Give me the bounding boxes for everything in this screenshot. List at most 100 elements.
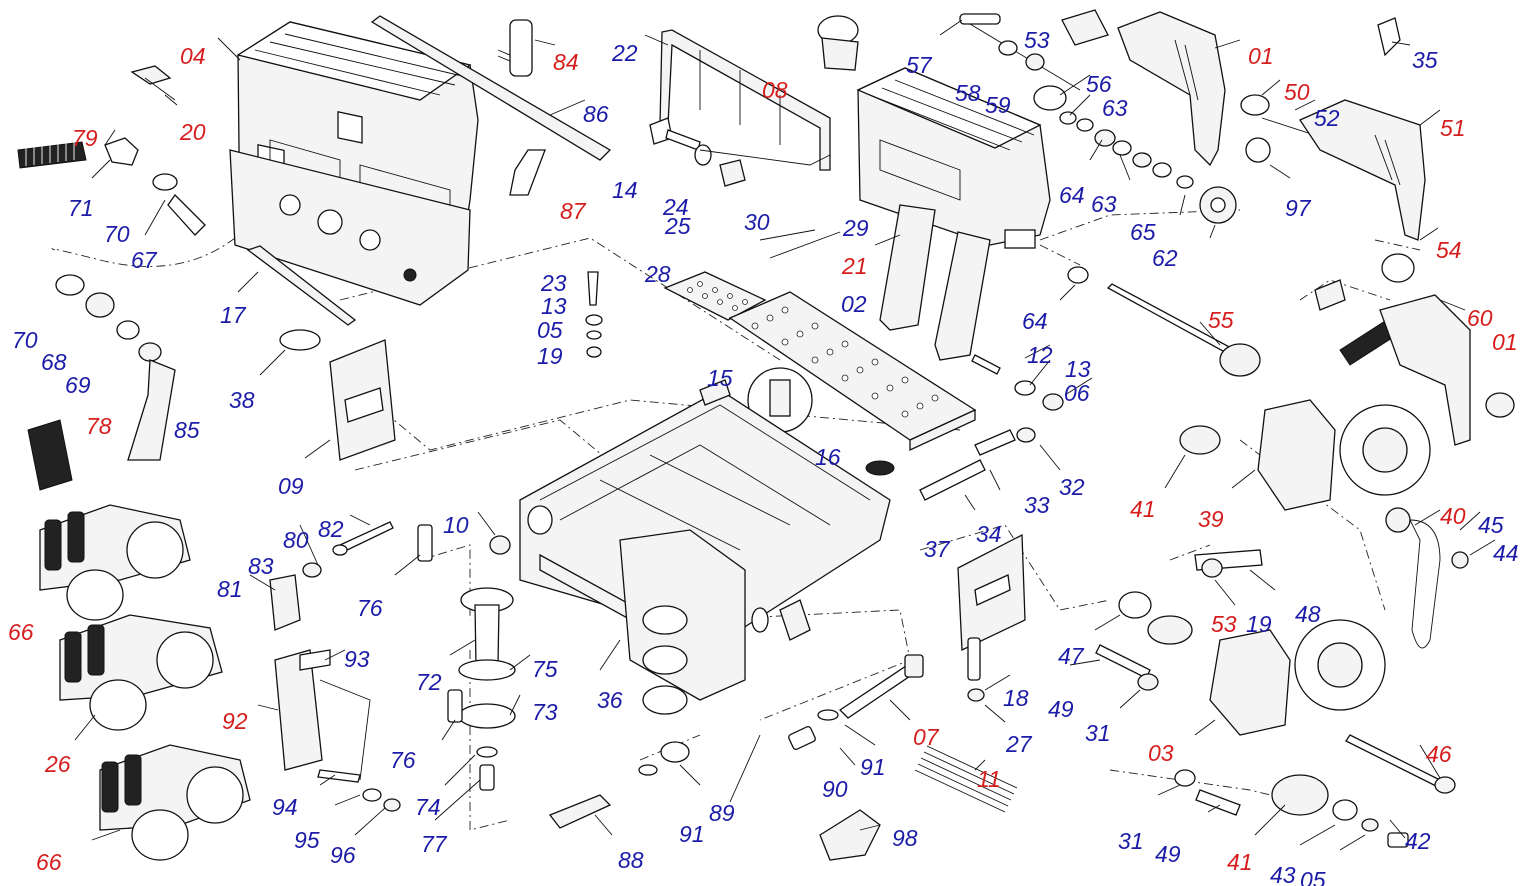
part-label-33: 33 xyxy=(1024,492,1050,518)
upper-left-small-parts xyxy=(17,65,357,491)
row-unit-left-bottom xyxy=(99,744,251,861)
part-label-14: 14 xyxy=(612,177,638,203)
part-label-71: 71 xyxy=(68,195,94,221)
part-label-12: 12 xyxy=(1027,342,1053,368)
row-unit-mid-right xyxy=(1314,253,1515,446)
part-label-83: 83 xyxy=(248,553,274,579)
part-label-65: 65 xyxy=(1130,219,1156,245)
part-label-64b: 64 xyxy=(1022,308,1048,334)
part-label-31b: 31 xyxy=(1118,828,1144,854)
hopper-right xyxy=(856,67,1051,361)
part-label-88: 88 xyxy=(618,847,644,873)
side-plate-09 xyxy=(329,339,396,461)
part-label-76a: 76 xyxy=(357,595,383,621)
part-label-49a: 49 xyxy=(1048,696,1074,722)
bracket-assembly-92 xyxy=(274,649,401,812)
hopper-left xyxy=(229,21,479,306)
part-label-43: 43 xyxy=(1270,862,1296,886)
part-label-70a: 70 xyxy=(104,221,130,247)
part-label-38: 38 xyxy=(229,387,255,413)
part-label-06: 06 xyxy=(1064,380,1090,406)
part-label-02: 02 xyxy=(841,291,867,317)
part-label-48: 48 xyxy=(1295,601,1321,627)
part-label-23: 23 xyxy=(540,270,567,296)
part-label-90: 90 xyxy=(822,776,848,802)
part-label-89: 89 xyxy=(709,800,735,826)
part-label-91a: 91 xyxy=(860,754,886,780)
part-label-49b: 49 xyxy=(1155,841,1181,867)
part-label-24: 24 xyxy=(662,194,689,220)
part-label-96: 96 xyxy=(330,842,356,868)
part-label-94: 94 xyxy=(272,794,298,820)
part-label-75: 75 xyxy=(532,656,558,682)
part-label-51: 51 xyxy=(1440,115,1466,141)
part-label-15: 15 xyxy=(707,365,733,391)
part-label-26: 26 xyxy=(44,751,71,777)
part-label-29: 29 xyxy=(842,215,869,241)
part-label-41a: 41 xyxy=(1130,496,1156,522)
part-label-17: 17 xyxy=(220,302,247,328)
part-label-66b: 66 xyxy=(36,849,62,875)
part-label-31a: 31 xyxy=(1085,720,1111,746)
sensor-08 xyxy=(817,15,859,71)
part-label-35: 35 xyxy=(1412,47,1438,73)
part-label-70b: 70 xyxy=(12,327,38,353)
part-label-07: 07 xyxy=(913,724,940,750)
part-label-59: 59 xyxy=(985,92,1011,118)
part-label-13b: 13 xyxy=(1065,356,1091,382)
part-label-46: 46 xyxy=(1426,741,1452,767)
part-label-03: 03 xyxy=(1148,740,1174,766)
part-label-42: 42 xyxy=(1405,828,1431,854)
part-label-18: 18 xyxy=(1003,685,1029,711)
part-label-55: 55 xyxy=(1208,307,1234,333)
part-label-01a: 01 xyxy=(1248,43,1274,69)
row-unit-left-top xyxy=(39,504,191,621)
part-label-92: 92 xyxy=(222,708,248,734)
part-label-68: 68 xyxy=(41,349,67,375)
part-label-97: 97 xyxy=(1285,195,1312,221)
part-label-44: 44 xyxy=(1493,540,1519,566)
part-label-19b: 19 xyxy=(1246,611,1272,637)
part-label-69: 69 xyxy=(65,372,91,398)
actuator-07 xyxy=(638,599,985,776)
frame-22 xyxy=(659,29,831,171)
part-label-50: 50 xyxy=(1284,79,1310,105)
part-label-84: 84 xyxy=(553,49,579,75)
part-label-10: 10 xyxy=(443,512,469,538)
gauge-wheel-unit-lower xyxy=(1095,549,1456,848)
part-label-72: 72 xyxy=(416,669,442,695)
part-label-01b: 01 xyxy=(1492,329,1518,355)
bracket-98 xyxy=(819,809,881,861)
part-label-30: 30 xyxy=(744,209,770,235)
part-label-19a: 19 xyxy=(537,343,563,369)
bearing-shaft-group-upper xyxy=(959,9,1237,224)
part-label-63a: 63 xyxy=(1102,95,1128,121)
main-chassis-frame xyxy=(519,379,891,715)
part-label-21: 21 xyxy=(841,253,868,279)
part-label-58: 58 xyxy=(955,80,981,106)
perforated-walkway-02 xyxy=(728,291,977,452)
bolt-washer-nut-14-24-25 xyxy=(649,117,831,187)
part-label-04: 04 xyxy=(180,43,206,69)
part-label-53a: 53 xyxy=(1024,27,1050,53)
part-label-54: 54 xyxy=(1436,237,1462,263)
part-label-86: 86 xyxy=(583,101,609,127)
part-label-87: 87 xyxy=(560,198,587,224)
shaft-55 xyxy=(1067,266,1261,377)
part-label-62: 62 xyxy=(1152,245,1178,271)
part-label-27: 27 xyxy=(1005,731,1033,757)
part-label-77: 77 xyxy=(421,831,448,857)
row-unit-upper-right xyxy=(1117,11,1426,241)
part-label-74: 74 xyxy=(415,794,441,820)
part-label-45: 45 xyxy=(1478,512,1504,538)
hardware-center xyxy=(585,229,1064,501)
part-label-85: 85 xyxy=(174,417,200,443)
part-label-08: 08 xyxy=(762,77,788,103)
part-label-60: 60 xyxy=(1467,305,1493,331)
part-label-16: 16 xyxy=(815,444,841,470)
part-label-64a: 64 xyxy=(1059,182,1085,208)
part-label-39: 39 xyxy=(1198,506,1224,532)
